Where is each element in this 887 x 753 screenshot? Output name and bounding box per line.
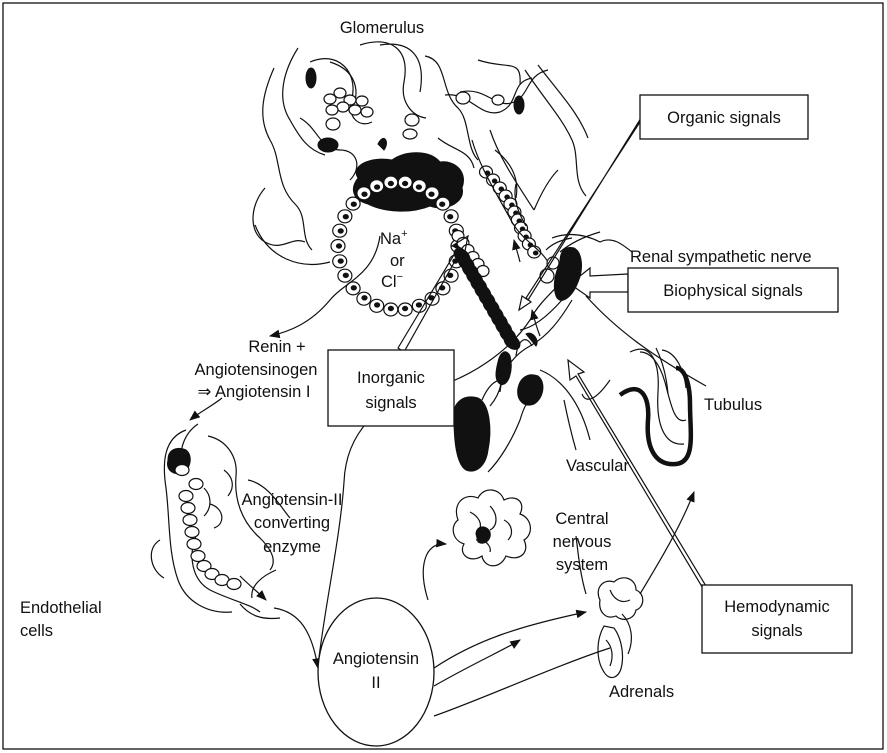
glomerular-cell-cluster-left — [306, 68, 373, 152]
tubule-cell-nucleus — [448, 215, 453, 219]
distal-tubule-nucleus — [533, 251, 538, 255]
tubule-cell-nucleus — [351, 202, 356, 206]
tubule-cell-nucleus — [388, 181, 393, 185]
label-na: Na+ — [380, 228, 408, 248]
label-na-base: Na — [380, 230, 402, 248]
tubule-cross-section — [331, 138, 465, 316]
endothelial-cell — [185, 527, 199, 538]
endothelial-cell — [175, 465, 189, 476]
label-renin-line2: Angiotensinogen — [195, 361, 318, 379]
box-hemodynamic-line2: signals — [751, 622, 802, 640]
endothelial-cell — [181, 503, 195, 514]
label-angiotensin-ii-line2: II — [371, 674, 380, 692]
tubule-cell-nucleus — [336, 244, 341, 248]
label-glomerulus: Glomerulus — [340, 19, 424, 37]
label-endothelial-line1: Endothelial — [20, 599, 102, 617]
label-na-sup: + — [401, 228, 407, 240]
label-cl-sup: − — [397, 271, 403, 283]
tubule-cell-nucleus — [429, 192, 434, 196]
label-adrenals: Adrenals — [609, 683, 674, 701]
tubule-cell-nucleus — [343, 273, 348, 277]
endothelial-cell — [227, 579, 241, 590]
box-inorganic-line1: Inorganic — [357, 369, 425, 387]
box-hemodynamic-line1: Hemodynamic — [724, 598, 829, 616]
label-angiotensin-ii-line1: Angiotensin — [333, 650, 419, 668]
label-cl: Cl− — [381, 271, 403, 291]
label-renin-line1: Renin + — [248, 338, 305, 356]
label-ace-line1: Angiotensin-II — [242, 491, 343, 509]
tubule-cell-nucleus — [403, 306, 408, 310]
tubule-cell-nucleus — [338, 229, 343, 233]
tubule-cell-nucleus — [362, 296, 367, 300]
tubule-cell-nucleus — [351, 286, 356, 290]
tubule-cell-nucleus — [375, 185, 380, 189]
endothelial-cell — [183, 515, 197, 526]
endothelial-cell — [189, 479, 203, 490]
tubule-cell-nucleus — [362, 192, 367, 196]
label-tubulus: Tubulus — [704, 396, 762, 414]
endothelial-cell — [191, 551, 205, 562]
label-ace-line2: converting — [254, 514, 330, 532]
tubule-cell-nucleus — [416, 185, 421, 189]
label-cns-line2: nervous — [553, 533, 612, 551]
box-biophysical-signals: Biophysical signals — [628, 268, 838, 312]
renal-sympathetic-nerve-illustration — [500, 232, 632, 392]
tubule-cell-nucleus — [388, 306, 393, 310]
adrenals-illustration — [598, 578, 643, 678]
endothelial-cell — [179, 491, 193, 502]
tubule-cell-nucleus — [338, 259, 343, 263]
box-hemodynamic-signals: Hemodynamic signals — [702, 585, 852, 653]
box-inorganic-line2: signals — [365, 394, 416, 412]
box-organic-signals-text: Organic signals — [667, 109, 781, 127]
box-inorganic-signals: Inorganic signals — [328, 350, 454, 426]
cns-illustration — [453, 490, 530, 566]
label-or: or — [390, 252, 405, 270]
endothelial-cell — [187, 539, 201, 550]
tubule-cell-nucleus — [403, 181, 408, 185]
label-cns-line1: Central — [555, 510, 608, 528]
tubulus-illustration — [582, 348, 691, 464]
box-organic-signals: Organic signals — [640, 95, 808, 139]
label-cl-base: Cl — [381, 273, 397, 291]
label-renal-sympathetic-nerve: Renal sympathetic nerve — [630, 248, 812, 266]
label-cns-line3: system — [556, 556, 608, 574]
endothelial-cell-stack — [175, 465, 241, 590]
angiotensin-ii-node — [318, 598, 434, 746]
tubule-cell-nucleus — [375, 303, 380, 307]
vascular-illustration — [454, 333, 590, 472]
label-vascular: Vascular — [566, 457, 629, 475]
tubule-cell-nucleus — [440, 202, 445, 206]
box-biophysical-signals-text: Biophysical signals — [663, 282, 802, 300]
label-ace-line3: enzyme — [263, 538, 321, 556]
label-endothelial-line2: cells — [20, 622, 53, 640]
label-renin-line3: ⇒ Angiotensin I — [198, 383, 311, 401]
black-nerve-column — [451, 246, 523, 353]
tubule-cell-nucleus — [416, 303, 421, 307]
tubule-cell-nucleus — [343, 215, 348, 219]
